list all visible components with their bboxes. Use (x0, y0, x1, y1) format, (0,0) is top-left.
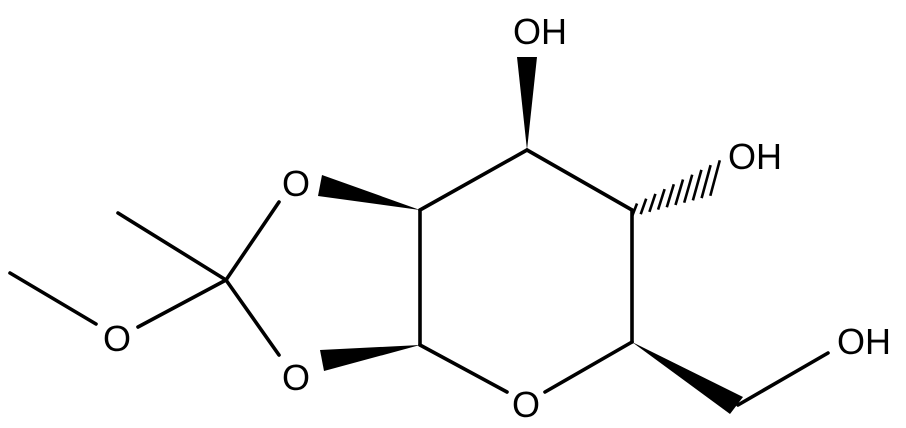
bond-ketal-o-upper (224, 200, 281, 282)
bond-methoxy-ch3 (8, 271, 98, 326)
bond-methoxy-o-ketal (136, 278, 228, 329)
label-oh-right: OH (728, 136, 782, 177)
wedge-c4-oh-top (517, 57, 537, 150)
wedge-c2-o-lower (320, 345, 420, 371)
label-o-dioxolane-upper: O (282, 163, 310, 204)
label-o-methoxy: O (103, 318, 131, 359)
bond-c3-c4 (418, 148, 529, 212)
bond-o-ring-c6 (543, 340, 634, 394)
bond-ch2-oh (736, 351, 830, 407)
hash-c5-oh-right (630, 159, 722, 217)
label-oh-side: OH (837, 321, 891, 362)
bond-c4-c5 (525, 148, 634, 212)
bond-c2-o-ring (418, 343, 509, 394)
label-o-ring: O (512, 384, 540, 425)
label-o-dioxolane-lower: O (282, 357, 310, 398)
wedge-c6-ch2 (632, 342, 743, 414)
wedge-c3-o-upper (318, 175, 420, 210)
bond-ketal-methyl (116, 211, 228, 282)
bond-ketal-o-lower (224, 278, 281, 357)
label-oh-top: OH (513, 11, 567, 52)
